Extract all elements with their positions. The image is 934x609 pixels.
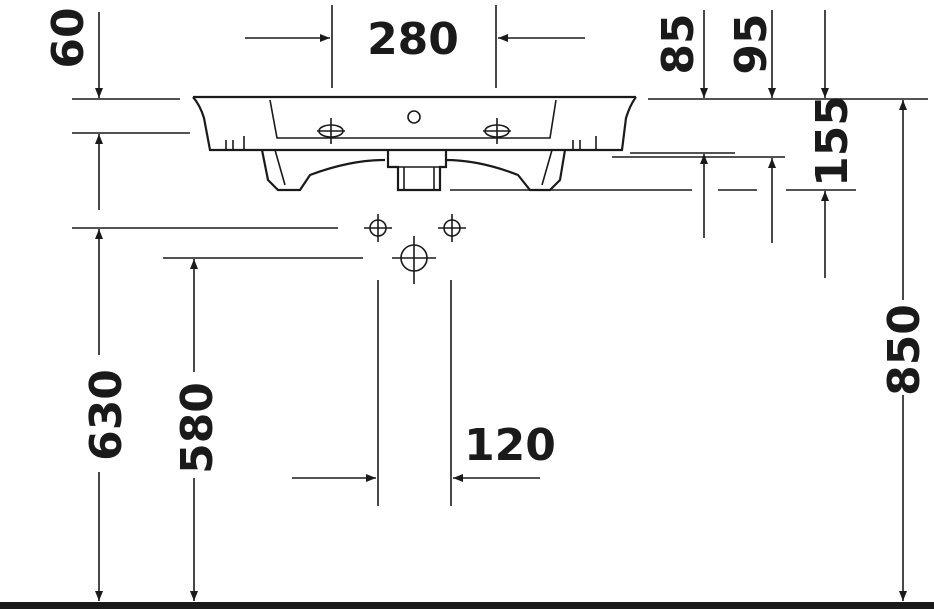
dim-95-label: 95 bbox=[726, 13, 777, 74]
outlet-left-symbol bbox=[364, 214, 392, 242]
dim-85-label: 85 bbox=[653, 13, 704, 74]
tap-hole-right bbox=[483, 118, 511, 144]
basin-outline bbox=[192, 95, 637, 192]
extension-lines bbox=[72, 5, 928, 506]
dim-155-label: 155 bbox=[807, 95, 858, 187]
tap-hole-left bbox=[317, 118, 345, 144]
outlet-right-symbol bbox=[438, 214, 466, 242]
floor-line bbox=[0, 602, 934, 609]
dim-280-label: 280 bbox=[367, 14, 459, 65]
dim-60-label: 60 bbox=[43, 7, 94, 68]
dim-850-label: 850 bbox=[879, 304, 930, 396]
dim-580-label: 580 bbox=[172, 382, 223, 474]
dim-630-label: 630 bbox=[81, 369, 132, 461]
drain-outlet-symbol bbox=[392, 236, 436, 284]
dim-120-label: 120 bbox=[464, 420, 556, 471]
